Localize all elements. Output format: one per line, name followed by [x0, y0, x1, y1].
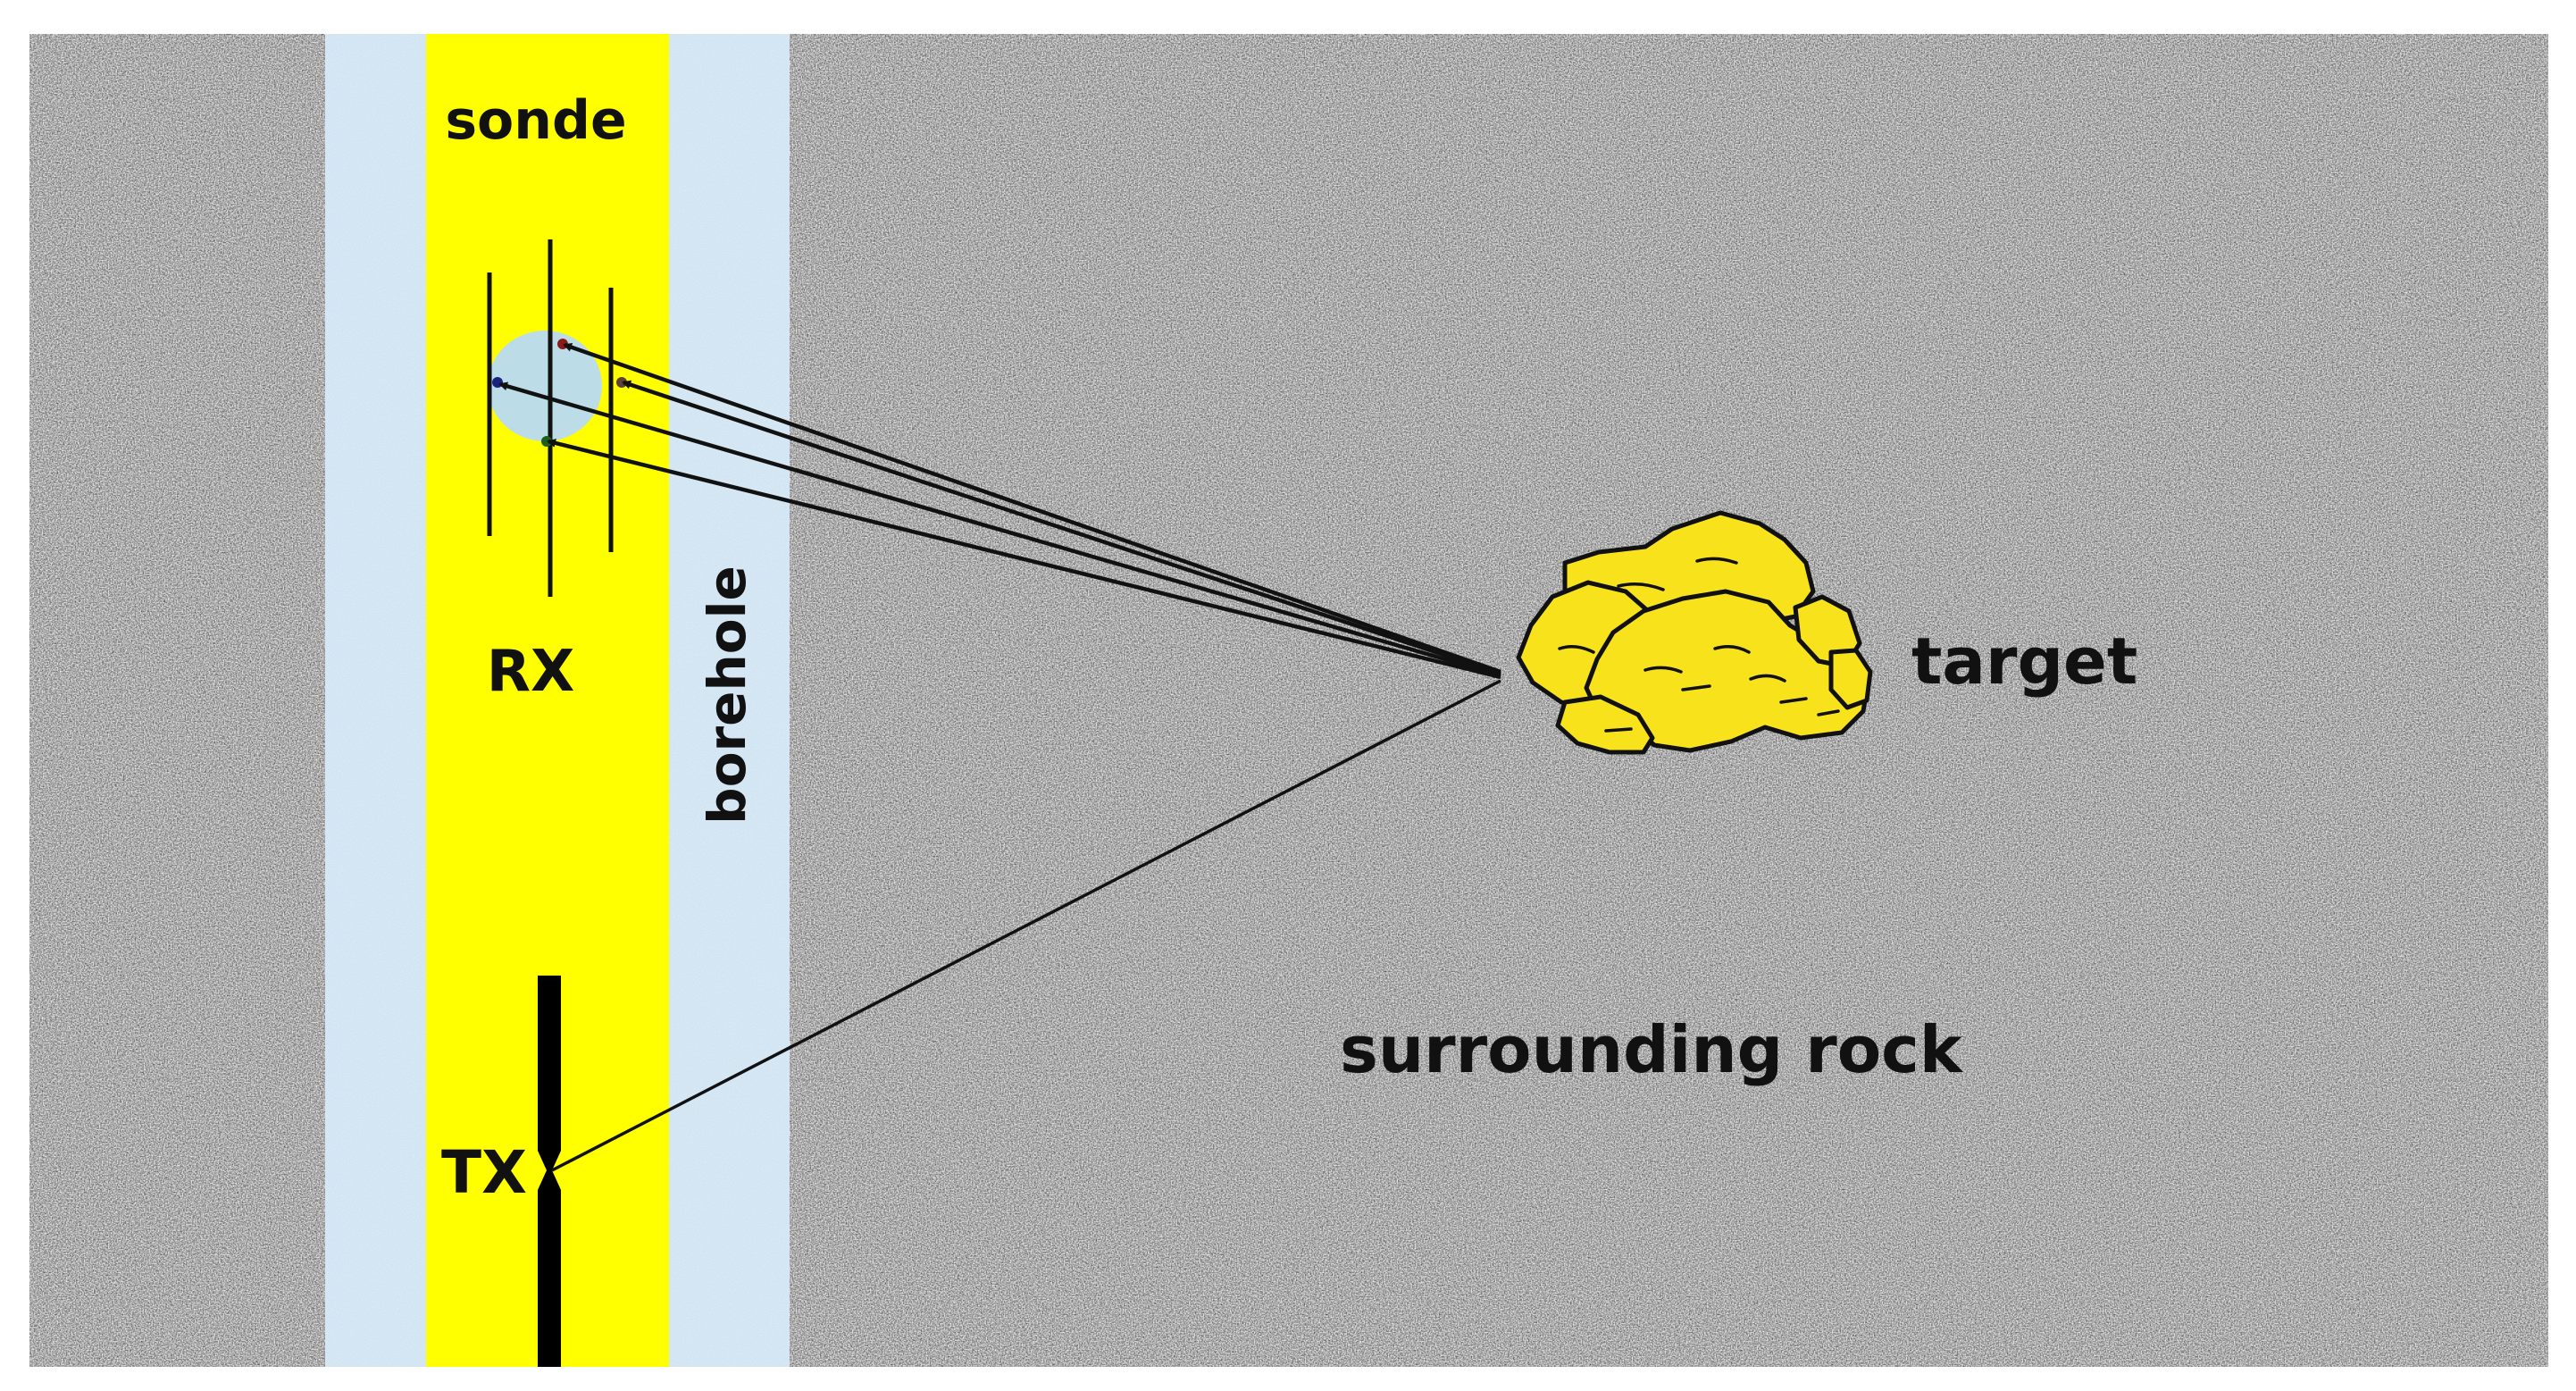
target-right-lump-lower [1828, 648, 1873, 710]
ore-body-target-icon [1516, 510, 1873, 755]
receiver-antenna-icon [487, 239, 627, 597]
reflected-ray-2 [622, 380, 1501, 676]
signal-rays [498, 342, 1501, 1172]
target-surface-strokes [1558, 557, 1840, 733]
surrounding-rock-label: surrounding rock [1340, 1012, 1964, 1087]
target-bottom-lump [1555, 694, 1655, 755]
transmitter-rod [538, 976, 561, 1367]
rx-label: RX [487, 639, 575, 705]
transmitter-antenna-icon [538, 976, 561, 1367]
transmit-ray [551, 679, 1501, 1172]
receiver-sphere [488, 331, 602, 441]
target-label: target [1911, 624, 2137, 699]
reflected-ray-1 [563, 342, 1501, 675]
reflected-ray-3 [498, 381, 1501, 678]
sonde-label: sonde [445, 89, 626, 152]
tx-label: TX [441, 1138, 527, 1207]
borehole-label: borehole [697, 566, 757, 825]
reflected-ray-4 [547, 439, 1501, 680]
